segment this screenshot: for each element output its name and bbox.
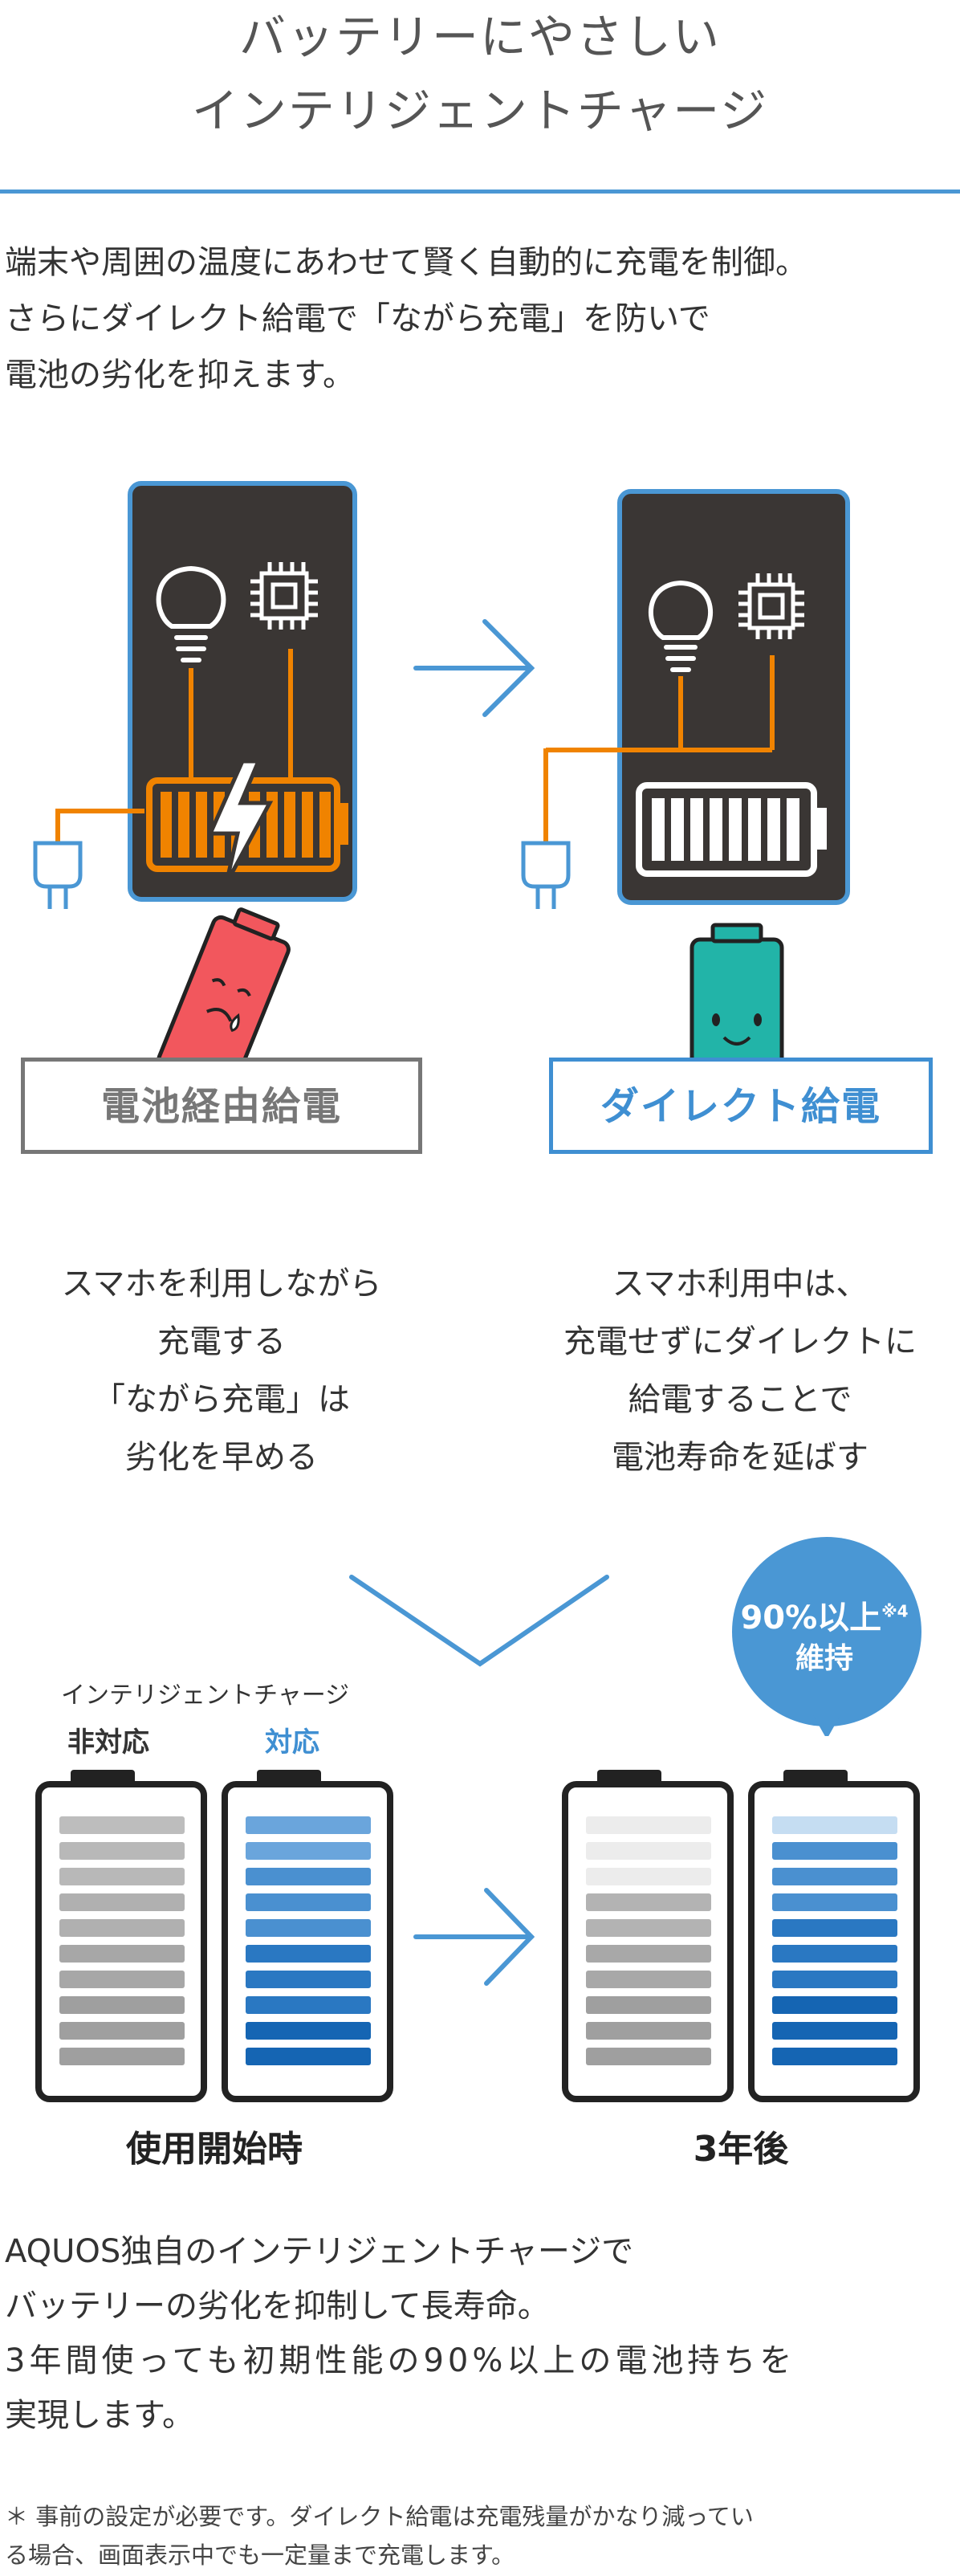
left-caption: スマホを利用しながら 充電する 「ながら充電」は 劣化を早める	[21, 1255, 422, 1486]
page-title: バッテリーにやさしい インテリジェントチャージ	[0, 0, 960, 148]
arrow-right-icon	[413, 619, 535, 717]
right-caption-line-4: 電池寿命を延ばす	[612, 1439, 868, 1476]
lightbulb-icon	[156, 565, 226, 662]
left-phone-illustration	[33, 481, 357, 909]
battery-comparison-graphic	[35, 1770, 920, 2102]
battery-after-unsupported	[562, 1770, 734, 2102]
arrow-right-icon-comparison	[413, 1888, 535, 1986]
left-caption-line-2: 充電する	[157, 1323, 286, 1360]
lightning-bolt-icon	[207, 759, 274, 885]
full-battery-icon	[636, 782, 827, 877]
intelligent-charge-heading: インテリジェントチャージ	[61, 1681, 350, 1710]
battery-charging-label: 電池経由給電	[21, 1058, 422, 1154]
lead-line-3: 電池の劣化を抑えます。	[5, 357, 355, 393]
lead-paragraph: 端末や周囲の温度にあわせて賢く自動的に充電を制御。 さらにダイレクト給電で「なが…	[5, 234, 960, 403]
bubble-footnote-mark: ※4	[881, 1601, 909, 1621]
right-caption: スマホ利用中は、 充電せずにダイレクトに 給電することで 電池寿命を延ばす	[523, 1255, 957, 1486]
battery-start-unsupported	[35, 1770, 207, 2102]
right-caption-line-2: 充電せずにダイレクトに	[563, 1323, 917, 1360]
footnote-line-1: ＊ 事前の設定が必要です。ダイレクト給電は充電残量がかなり減ってい	[5, 2503, 754, 2530]
summary-paragraph: AQUOS独自のインテリジェントチャージで バッテリーの劣化を抑制して長寿命。 …	[5, 2224, 957, 2443]
power-plug-icon	[33, 841, 83, 909]
unsupported-column-heading: 非対応	[67, 1726, 149, 1759]
left-caption-line-3: 「ながら充電」は	[93, 1381, 350, 1418]
charging-diagram	[33, 481, 850, 1076]
left-caption-line-1: スマホを利用しながら	[61, 1266, 382, 1302]
right-caption-line-3: 給電することで	[628, 1381, 852, 1418]
charging-battery-icon	[146, 759, 348, 885]
title-line-2: インテリジェントチャージ	[191, 84, 769, 138]
power-plug-icon-right	[521, 841, 571, 909]
direct-power-label: ダイレクト給電	[549, 1058, 933, 1154]
start-of-use-label: 使用開始時	[126, 2129, 303, 2170]
left-caption-line-4: 劣化を早める	[125, 1439, 318, 1476]
happy-battery-character	[689, 923, 784, 1076]
bubble-line-2: 維持	[795, 1642, 853, 1675]
supported-column-heading: 対応	[265, 1726, 319, 1759]
right-caption-line-1: スマホ利用中は、	[612, 1266, 868, 1302]
title-divider	[0, 190, 960, 194]
lightbulb-icon-right	[648, 580, 714, 672]
footnote: ＊ 事前の設定が必要です。ダイレクト給電は充電残量がかなり減ってい る場合、画面…	[5, 2497, 957, 2574]
summary-line-2: バッテリーの劣化を抑制して長寿命。	[5, 2288, 550, 2325]
chevron-down-icon	[349, 1575, 609, 1667]
battery-start-supported	[222, 1770, 393, 2102]
summary-line-4: 実現します。	[5, 2397, 194, 2434]
sad-battery-character	[157, 907, 291, 1076]
three-years-later-label: 3年後	[693, 2129, 789, 2170]
battery-after-supported	[748, 1770, 920, 2102]
lead-line-1: 端末や周囲の温度にあわせて賢く自動的に充電を制御。	[5, 244, 807, 281]
footnote-line-2: る場合、画面表示中でも一定量まで充電します。	[5, 2541, 515, 2569]
cpu-chip-icon	[250, 562, 318, 630]
retention-bubble: 90%以上※4 維持	[722, 1535, 926, 1736]
lead-line-2: さらにダイレクト給電で「ながら充電」を防いで	[5, 300, 710, 337]
cpu-chip-icon-right	[738, 573, 804, 639]
summary-line-1: AQUOS独自のインテリジェントチャージで	[5, 2233, 634, 2270]
right-phone-illustration	[521, 489, 850, 909]
title-line-1: バッテリーにやさしい	[238, 10, 721, 64]
summary-line-3: 3年間使っても初期性能の90%以上の電池持ちを	[5, 2342, 796, 2379]
bubble-value: 90%以上	[740, 1600, 882, 1636]
